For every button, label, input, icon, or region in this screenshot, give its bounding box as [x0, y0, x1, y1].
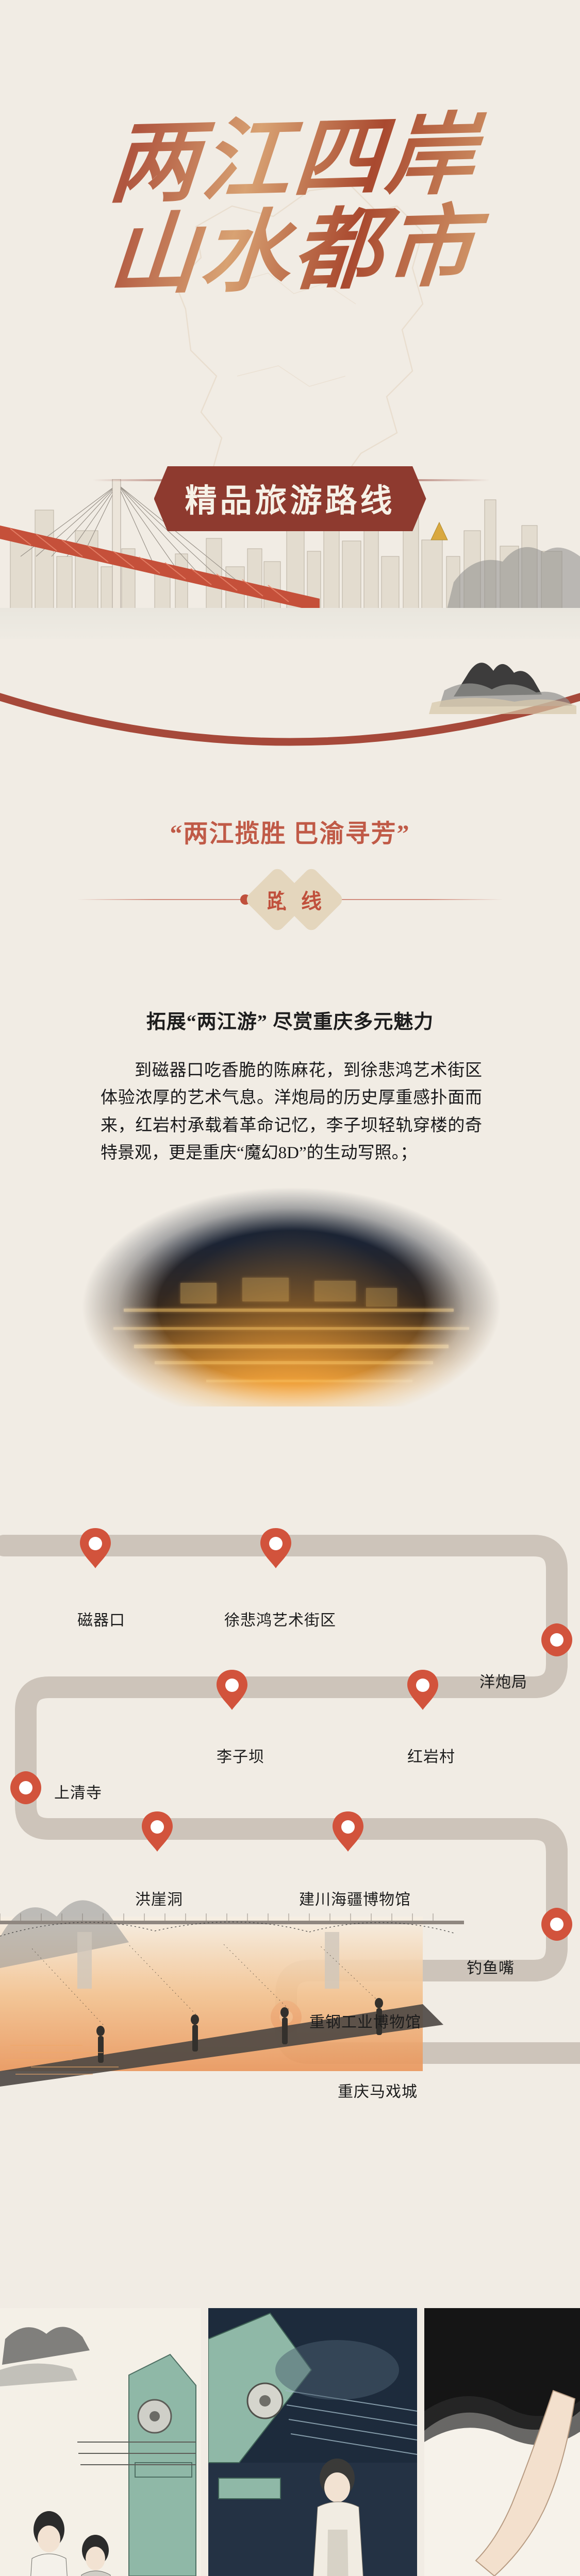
arc-divider-svg — [0, 663, 580, 746]
river-gradient — [0, 608, 580, 639]
badge-label-right: 线 — [301, 890, 322, 913]
route-stop-label-5: 李子坝 — [217, 1749, 264, 1766]
route-stop-label-8: 建川海疆博物馆 — [299, 1891, 411, 1908]
page-title: 两江四岸 山水都市 — [0, 103, 580, 310]
route-pin-1 — [80, 1528, 111, 1568]
painting-women-workers — [0, 2308, 201, 2576]
route-stop-label-10: 重钢工业博物馆 — [309, 2014, 421, 2031]
route-pin-5 — [217, 1670, 247, 1710]
painting-loom-worker — [208, 2308, 417, 2576]
painting-ink-figure — [424, 2308, 580, 2576]
hongyadong-night-photo — [77, 1180, 505, 1406]
route-intro-paragraph: 到磁器口吃香脆的陈麻花，到徐悲鸿艺术街区体验浓厚的艺术气息。洋炮局的历史厚重感扑… — [101, 1061, 482, 1163]
section-subtitle: 拓展“两江游” 尽赏重庆多元魅力 — [146, 1011, 434, 1033]
route-stop-label-3: 洋炮局 — [479, 1674, 527, 1691]
route-stop-label-1: 磁器口 — [77, 1612, 125, 1629]
arc-divider — [0, 639, 580, 788]
route-badge-row: 路 线 — [0, 866, 580, 934]
section-quote-title: “两江揽胜 巴渝寻芳” — [170, 820, 410, 848]
route-stop-label-2: 徐悲鸿艺术街区 — [224, 1612, 336, 1629]
route-pin-4 — [407, 1670, 438, 1710]
route-stop-label-4: 红岩村 — [407, 1749, 455, 1766]
hero-section: 两江四岸 山水都市 — [0, 0, 580, 639]
hero-title-line2: 山水都市 — [105, 198, 481, 306]
route-stop-label-6: 上清寺 — [54, 1785, 102, 1802]
route-stop-label-9: 钓鱼嘴 — [467, 1960, 515, 1977]
hero-title-line1: 两江四岸 — [106, 106, 482, 214]
ribbon-banner: 精品旅游路线 — [154, 466, 426, 531]
route-stop-label-11: 重庆马戏城 — [338, 2083, 418, 2100]
route-pin-2 — [260, 1528, 291, 1568]
bridge-fishermen-illustration — [0, 1900, 464, 2087]
chongqing-map-outline-icon — [174, 184, 424, 511]
route-stop-label-7: 洪崖洞 — [135, 1891, 183, 1908]
photo-strip-steel-museum — [0, 2308, 580, 2576]
route-map: 磁器口 徐悲鸿艺术街区 洋炮局 红岩村 李子坝 上清寺 洪崖洞 建川海疆博物馆 … — [0, 1515, 580, 2102]
